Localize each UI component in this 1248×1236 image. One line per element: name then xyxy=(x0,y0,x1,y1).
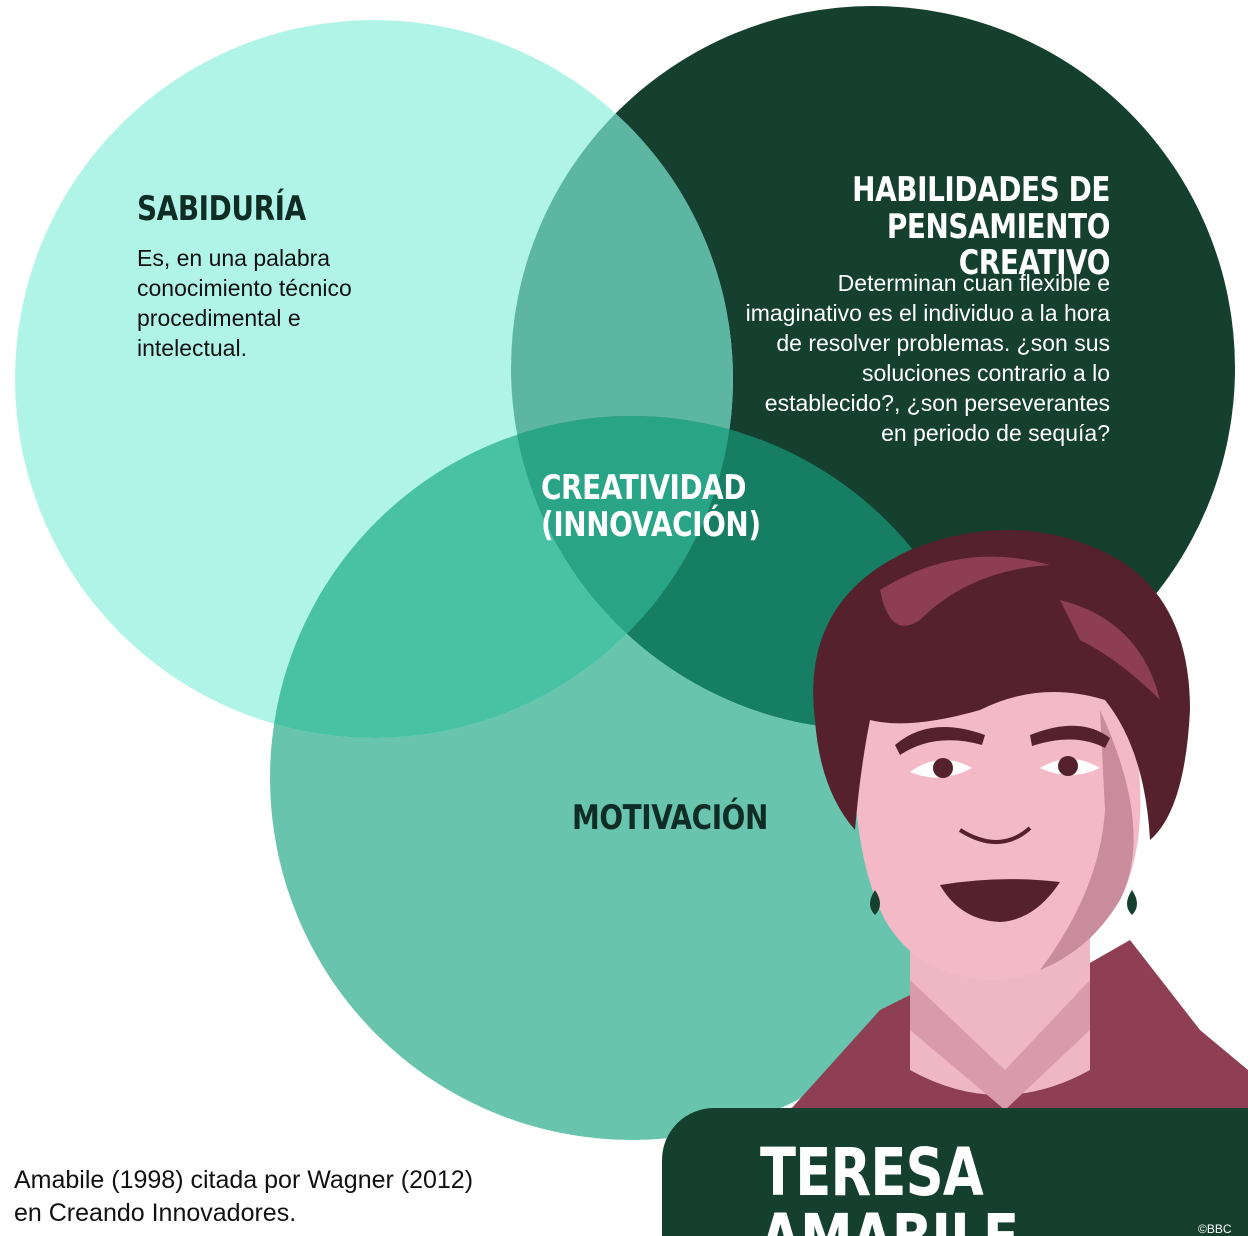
motivacion-title: MOTIVACIÓN xyxy=(572,798,768,838)
portrait-earring-right xyxy=(1127,860,1137,915)
person-name: TERESA AMABILE xyxy=(760,1134,1019,1236)
overlap-habilidades-motivacion xyxy=(511,416,994,730)
overlap-sabiduria-motivacion xyxy=(270,416,733,738)
portrait-nose xyxy=(958,826,1032,844)
portrait-face-shade xyxy=(1040,710,1134,970)
portrait-hair-highlight xyxy=(880,556,1050,626)
portrait-pupil-right xyxy=(1058,756,1078,776)
nameplate xyxy=(662,1108,1248,1236)
portrait-pupil-left xyxy=(933,758,953,778)
habilidades-title: HABILIDADES DE PENSAMIENTO CREATIVO xyxy=(852,170,1110,284)
portrait-eyebrow-left xyxy=(895,727,985,755)
portrait-eyebrow-right xyxy=(1030,725,1110,748)
copyright: ©BBC xyxy=(1198,1222,1232,1236)
citation: Amabile (1998) citada por Wagner (2012) … xyxy=(14,1166,474,1227)
sabiduria-title: SABIDURÍA xyxy=(137,189,306,229)
portrait-hair-highlight xyxy=(1060,600,1160,700)
sabiduria-description: Es, en una palabra conocimiento técnico … xyxy=(137,245,352,361)
portrait-earring-left xyxy=(870,860,880,915)
portrait-mouth xyxy=(940,879,1060,922)
portrait-collar-shadow xyxy=(910,980,1090,1110)
teresa-amabile-portrait-icon xyxy=(790,530,1248,1110)
center-label: CREATIVIDAD (INNOVACIÓN) xyxy=(541,468,761,545)
habilidades-description: Determinan cuan flexible e imaginativo e… xyxy=(745,270,1110,446)
